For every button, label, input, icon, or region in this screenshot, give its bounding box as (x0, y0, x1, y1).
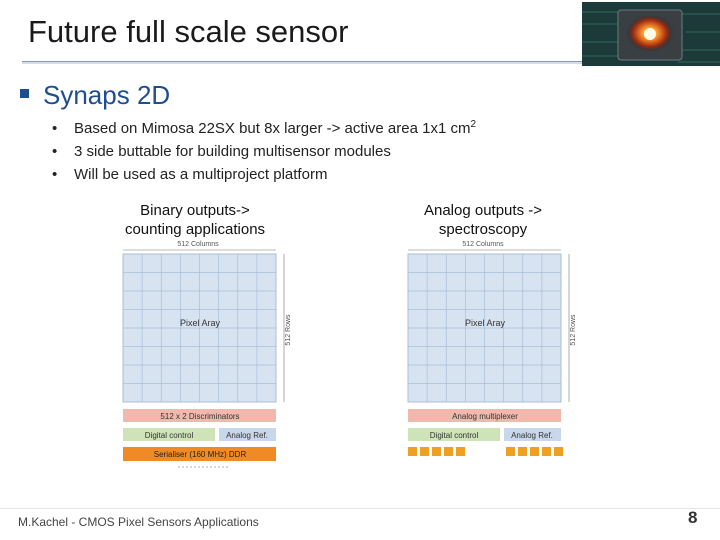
bullet-dot-icon: • (52, 163, 74, 186)
main-bullet: Synaps 2D (20, 80, 170, 111)
left-columns-label: 512 Columns (177, 241, 219, 248)
sub-bullet-superscript: 2 (470, 119, 476, 130)
bonding-pad (432, 447, 441, 456)
bonding-pad (420, 447, 429, 456)
bonding-pad (456, 447, 465, 456)
sub-bullet-list: •Based on Mimosa 22SX but 8x larger -> a… (52, 113, 476, 186)
sub-bullet-text: Based on Mimosa 22SX but 8x larger -> ac… (74, 120, 470, 137)
sub-bullet: •3 side buttable for building multisenso… (52, 140, 476, 163)
footer-divider (0, 508, 720, 509)
right-diagram-caption: Analog outputs -> spectroscopy (393, 201, 573, 239)
right-rows-label: 512 Rows (570, 314, 577, 346)
left-serialiser-label: Serialiser (160 MHz) DDR (154, 450, 247, 459)
left-digital-control-label: Digital control (145, 431, 194, 440)
sub-bullet: •Based on Mimosa 22SX but 8x larger -> a… (52, 113, 476, 140)
left-diagram-caption: Binary outputs-> counting applications (105, 201, 285, 239)
left-analog-ref-label: Analog Ref. (226, 431, 268, 440)
chip-photo (582, 2, 720, 66)
right-digital-control-label: Digital control (430, 431, 479, 440)
right-caption-line1: Analog outputs -> (393, 201, 573, 220)
title-divider-shadow (22, 62, 582, 64)
left-caption-line1: Binary outputs-> (105, 201, 285, 220)
sub-bullet-text: Will be used as a multiproject platform (74, 166, 327, 183)
bullet-dot-icon: • (52, 140, 74, 163)
slide-title: Future full scale sensor (28, 14, 348, 50)
left-array-label: Pixel Aray (180, 318, 221, 328)
bonding-pad (518, 447, 527, 456)
bonding-pad (408, 447, 417, 456)
bonding-pad (444, 447, 453, 456)
right-array-label: Pixel Aray (465, 318, 506, 328)
right-analog-ref-label: Analog Ref. (511, 431, 553, 440)
right-chip-diagram: 512 Columns Pixel Aray 512 Rows Analog m… (403, 238, 588, 468)
sub-bullet-text: 3 side buttable for building multisensor… (74, 143, 391, 160)
bullet-square-icon (20, 89, 29, 98)
bonding-pad (530, 447, 539, 456)
page-number: 8 (688, 508, 697, 528)
right-analog-multiplexer-label: Analog multiplexer (452, 412, 518, 421)
footer-text: M.Kachel - CMOS Pixel Sensors Applicatio… (18, 515, 259, 529)
right-columns-label: 512 Columns (462, 241, 504, 248)
bonding-pad (506, 447, 515, 456)
bullet-dot-icon: • (52, 117, 74, 140)
sub-bullet: •Will be used as a multiproject platform (52, 163, 476, 186)
left-chip-diagram: 512 Columns Pixel Aray 512 Rows 512 x 2 … (118, 238, 298, 478)
left-rows-label: 512 Rows (285, 314, 292, 346)
left-discriminator-label: 512 x 2 Discriminators (160, 412, 239, 421)
left-caption-line2: counting applications (105, 220, 285, 239)
right-caption-line2: spectroscopy (393, 220, 573, 239)
main-bullet-text: Synaps 2D (43, 80, 170, 110)
bonding-pad (554, 447, 563, 456)
bonding-pad (542, 447, 551, 456)
